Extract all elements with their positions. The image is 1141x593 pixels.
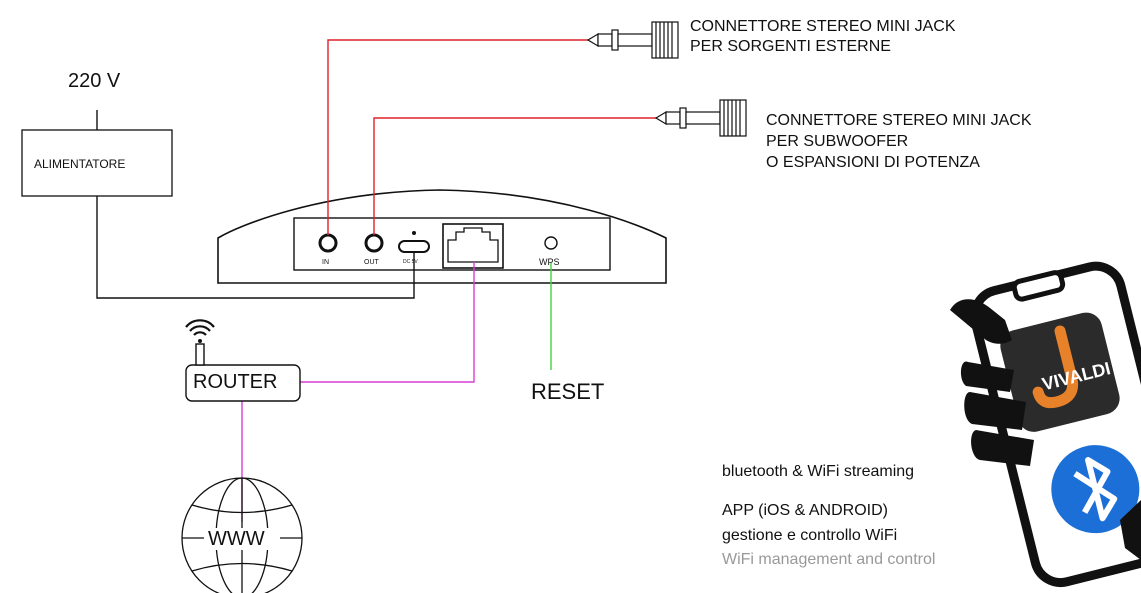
dc-usb-c-port bbox=[398, 240, 430, 253]
router-label: ROUTER bbox=[193, 371, 278, 393]
connector-in-caption: CONNETTORE STEREO MINI JACK PER SORGENTI… bbox=[690, 17, 956, 57]
out-jack bbox=[364, 233, 384, 253]
port-wps-label: WPS bbox=[539, 257, 560, 267]
port-dc-label: DC 5V bbox=[403, 259, 418, 265]
app-platforms-label: APP (iOS & ANDROID) bbox=[722, 502, 888, 519]
network-cable bbox=[300, 262, 475, 383]
connector-sub-line-2: PER SUBWOOFER bbox=[766, 133, 909, 150]
port-out-label: OUT bbox=[364, 259, 379, 266]
power-cable bbox=[96, 196, 415, 299]
jack-plug-in bbox=[586, 21, 679, 59]
app-description-en: WiFi management and control bbox=[722, 551, 936, 568]
wps-button bbox=[544, 236, 558, 250]
device-body bbox=[217, 189, 667, 284]
in-jack bbox=[318, 233, 338, 253]
port-in-label: IN bbox=[322, 259, 329, 266]
wifi-icon bbox=[185, 319, 215, 366]
jack-plug-sub bbox=[654, 99, 747, 137]
router-box bbox=[185, 364, 301, 402]
power-supply-label: ALIMENTATORE bbox=[34, 157, 126, 171]
app-description-it: gestione e controllo WiFi bbox=[722, 527, 898, 544]
lan-port bbox=[442, 223, 504, 269]
internet-label: WWW bbox=[208, 528, 265, 550]
connector-sub-caption: CONNETTORE STEREO MINI JACK PER SUBWOOFE… bbox=[766, 110, 1032, 173]
audio-cable-in bbox=[327, 39, 592, 235]
voltage-label: 220 V bbox=[68, 70, 121, 92]
reset-label: RESET bbox=[531, 379, 605, 404]
connector-sub-line-3: O ESPANSIONI DI POTENZA bbox=[766, 154, 980, 171]
audio-cable-out bbox=[373, 117, 660, 235]
phone-in-hand-illustration bbox=[950, 261, 1141, 588]
connector-in-line-2: PER SORGENTI ESTERNE bbox=[690, 38, 891, 55]
vivaldi-app-logo bbox=[1000, 312, 1120, 432]
connector-sub-line-1: CONNETTORE STEREO MINI JACK bbox=[766, 112, 1032, 129]
connector-in-line-1: CONNETTORE STEREO MINI JACK bbox=[690, 18, 956, 35]
power-supply-box bbox=[21, 129, 173, 197]
hand bbox=[950, 299, 1012, 344]
streaming-label: bluetooth & WiFi streaming bbox=[722, 463, 915, 480]
